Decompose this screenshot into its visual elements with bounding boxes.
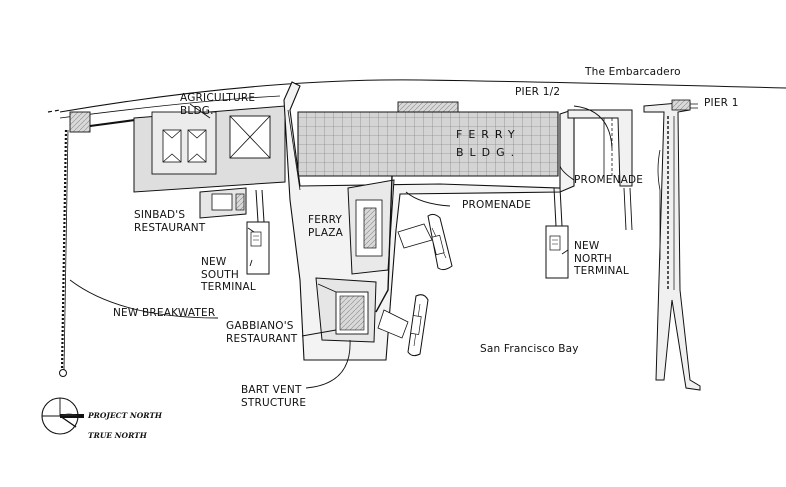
ferry-plaza-label: FERRY PLAZA: [308, 214, 343, 239]
gabbianos-bldg: [315, 277, 377, 343]
agriculture-label: AGRICULTURE BLDG.: [180, 92, 256, 117]
ferry-word-label: FERRY: [456, 128, 521, 141]
bay-label: San Francisco Bay: [480, 343, 579, 355]
pier-1: [643, 99, 701, 391]
embarcadero-road: [47, 79, 786, 119]
ferry-bldg: [297, 101, 559, 177]
bart-vent-label: BART VENT STRUCTURE: [241, 384, 307, 409]
new-south-terminal-label: NEW SOUTH TERMINAL: [201, 256, 256, 293]
north-arrow: [41, 397, 84, 435]
leader-lines: [69, 103, 613, 389]
embarcadero-label: The Embarcadero: [585, 66, 681, 78]
gabbianos-label: GABBIANO'S RESTAURANT: [226, 320, 298, 345]
promenade-east-label: PROMENADE: [574, 174, 644, 186]
true-north-label: TRUE NORTH: [88, 431, 147, 440]
plaza-building: [347, 175, 395, 313]
sinbads-bldg: [199, 187, 247, 219]
pier-half: [567, 109, 633, 231]
pier-half-label: PIER 1/2: [515, 86, 561, 98]
south-terminal: [246, 189, 270, 275]
breakwater: [59, 111, 151, 377]
pier-1-label: PIER 1: [704, 97, 739, 109]
new-north-terminal-label: NEW NORTH TERMINAL: [574, 240, 629, 277]
promenade-south-label: PROMENADE: [462, 199, 532, 211]
sinbads-label: SINBAD'S RESTAURANT: [134, 209, 206, 234]
bldg-word-label: BLDG.: [456, 146, 521, 159]
ferry-boat-north: [397, 213, 453, 271]
north-terminal: [545, 187, 569, 279]
new-breakwater-label: NEW BREAKWATER: [113, 307, 216, 319]
ferry-boat-south: [377, 294, 429, 357]
agriculture-bldg: [133, 105, 286, 193]
project-north-label: PROJECT NORTH: [88, 411, 162, 420]
